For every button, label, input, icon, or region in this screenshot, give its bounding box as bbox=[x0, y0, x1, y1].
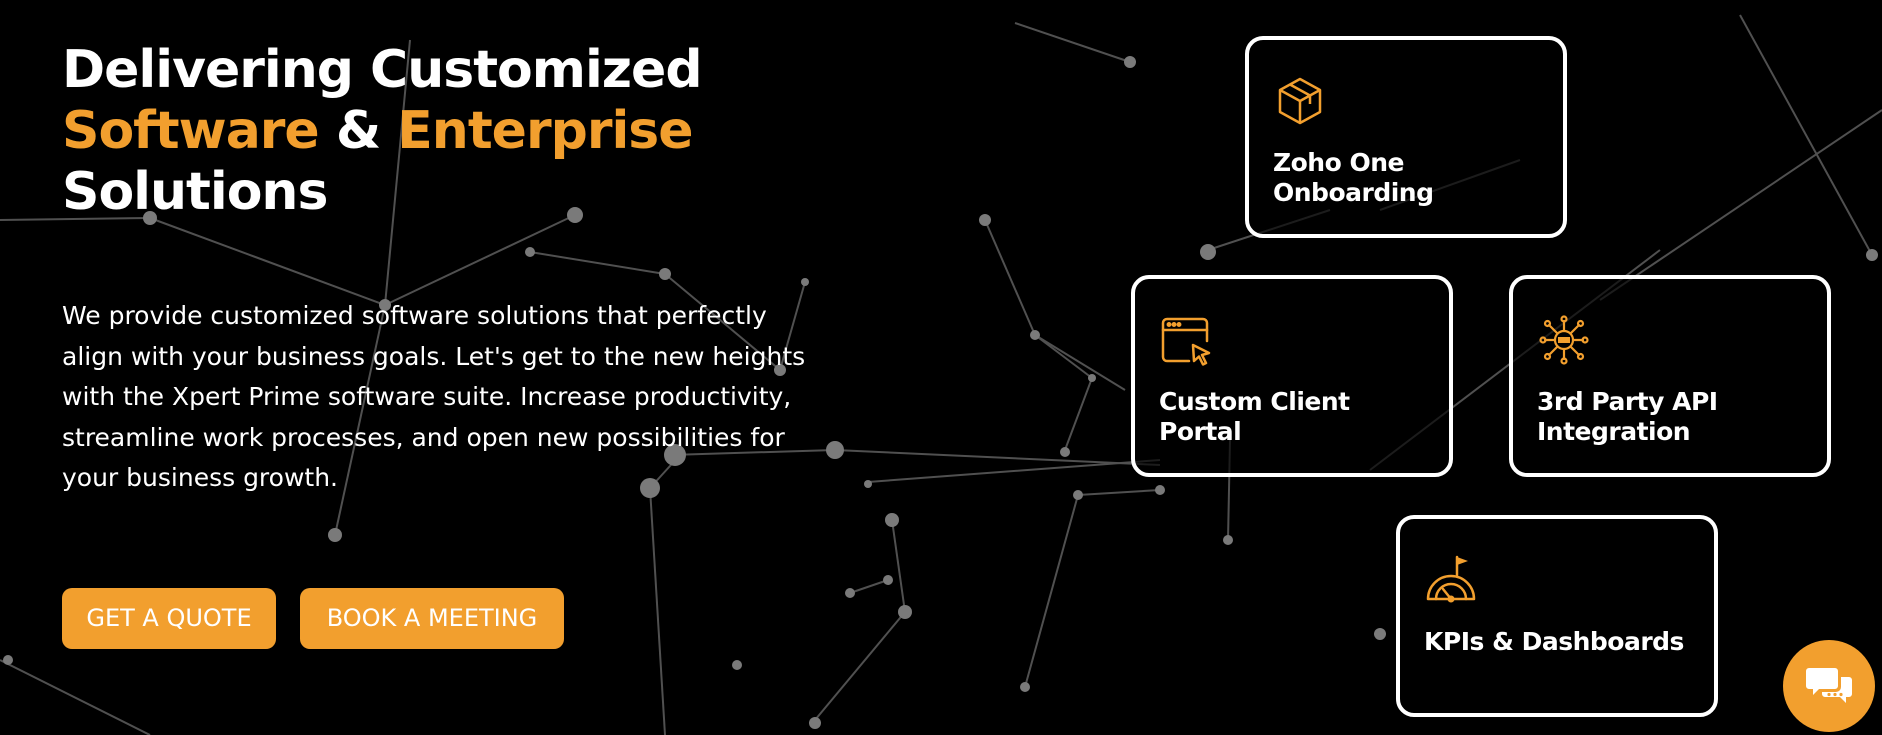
browser-cursor-icon bbox=[1161, 317, 1211, 366]
service-card-api-integration[interactable]: 3rd Party API Integration bbox=[1509, 275, 1831, 477]
chat-button[interactable] bbox=[1783, 640, 1875, 732]
service-card-label: Custom Client Portal bbox=[1159, 387, 1350, 446]
service-card-client-portal[interactable]: Custom Client Portal bbox=[1131, 275, 1453, 477]
service-card-zoho-onboarding[interactable]: Zoho One Onboarding bbox=[1245, 36, 1567, 238]
hero-title: Delivering Customized Software & Enterpr… bbox=[62, 40, 703, 223]
hero-title-amp: & bbox=[335, 101, 381, 161]
hero-title-enterprise: Enterprise bbox=[397, 101, 693, 161]
hero-title-line1: Delivering Customized bbox=[62, 40, 703, 100]
cube-icon bbox=[1278, 77, 1322, 125]
hero-description: We provide customized software solutions… bbox=[62, 301, 806, 492]
api-network-icon bbox=[1539, 315, 1589, 365]
gauge-flag-icon bbox=[1426, 555, 1476, 603]
service-card-label: Zoho One Onboarding bbox=[1273, 148, 1434, 207]
hero-title-line3: Solutions bbox=[62, 162, 328, 222]
get-a-quote-button[interactable]: GET A QUOTE bbox=[62, 588, 276, 649]
service-card-kpis-dashboards[interactable]: KPIs & Dashboards bbox=[1396, 515, 1718, 717]
service-card-label: 3rd Party API Integration bbox=[1537, 387, 1718, 446]
chat-icon bbox=[1806, 668, 1852, 703]
service-card-label: KPIs & Dashboards bbox=[1424, 627, 1684, 656]
hero-title-software: Software bbox=[62, 101, 320, 161]
book-a-meeting-button[interactable]: BOOK A MEETING bbox=[300, 588, 564, 649]
